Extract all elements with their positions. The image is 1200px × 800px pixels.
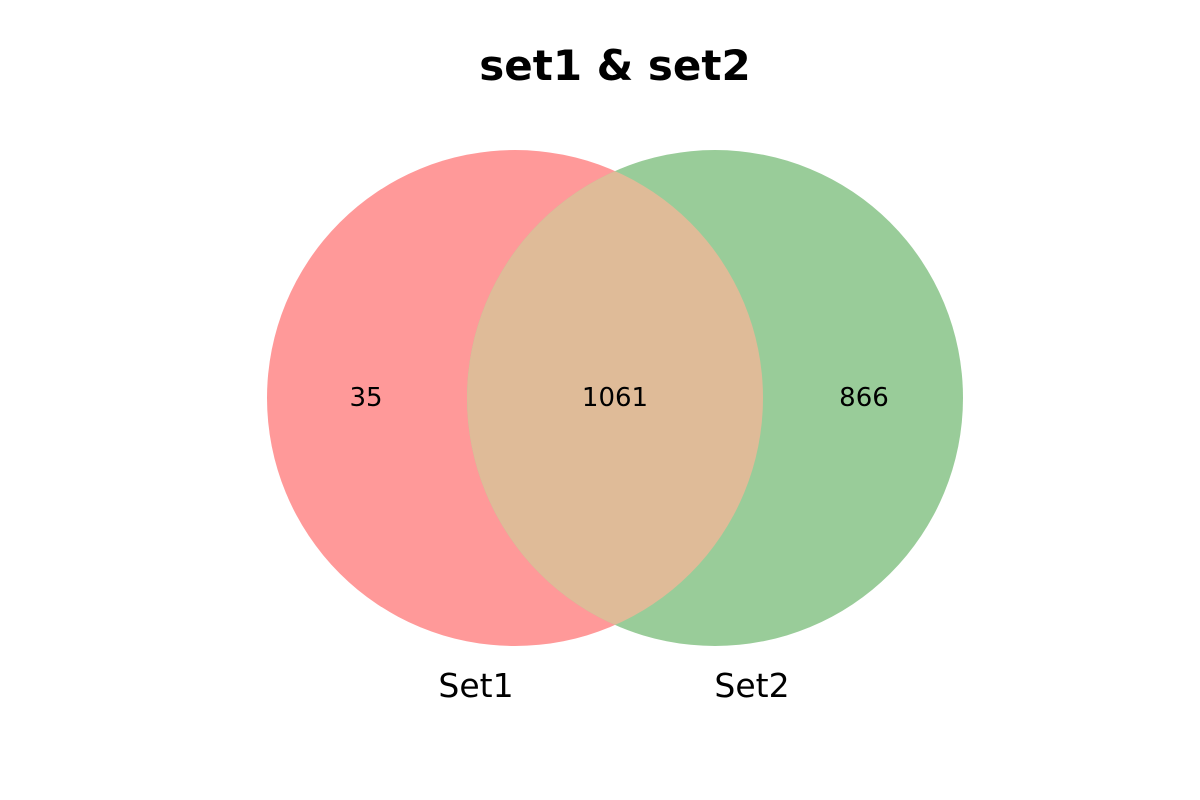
intersection-count: 1061 — [582, 383, 648, 413]
set2-only-count: 866 — [839, 383, 889, 413]
set1-label: Set1 — [438, 666, 513, 705]
diagram-title: set1 & set2 — [479, 41, 750, 90]
set2-label: Set2 — [714, 666, 789, 705]
intersection-region — [467, 150, 763, 646]
set1-only-count: 35 — [349, 383, 382, 413]
